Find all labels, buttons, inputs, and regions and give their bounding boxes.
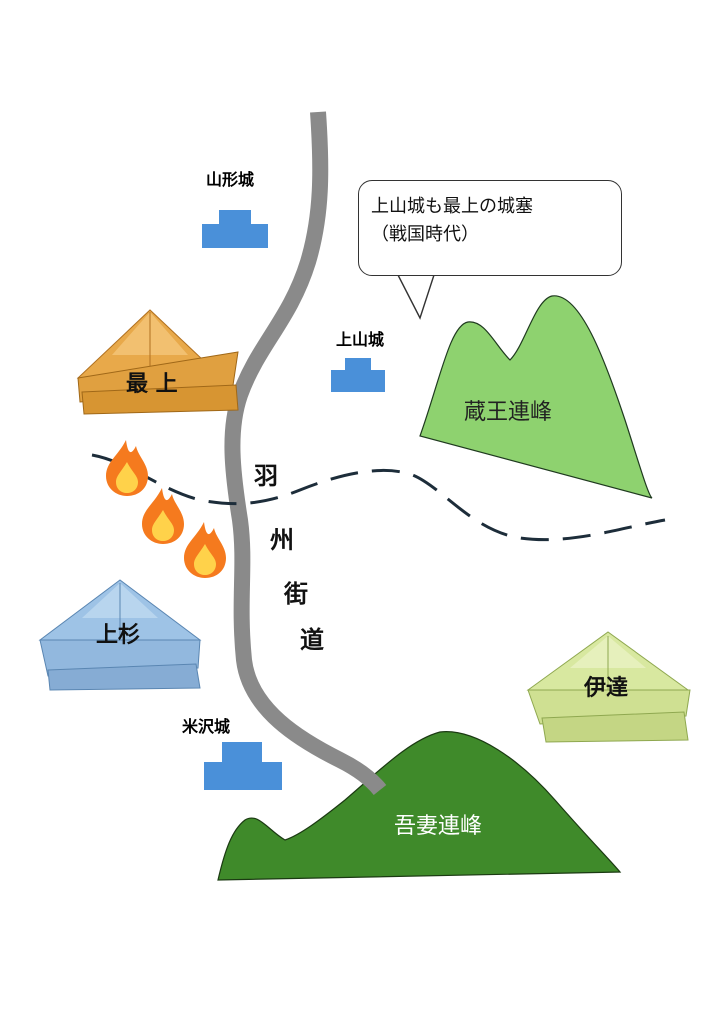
fire-icon xyxy=(106,440,148,496)
road-label-char-4: 道 xyxy=(300,626,324,654)
callout-line-1: 上山城も最上の城塞 xyxy=(371,196,533,217)
mogami-clan-label: 最 上 xyxy=(126,372,178,397)
date-clan-label: 伊達 xyxy=(584,676,629,701)
zao-mountain xyxy=(419,295,653,499)
callout-line-2: （戦国時代） xyxy=(371,224,479,245)
yonezawa-castle-icon xyxy=(204,742,282,790)
road-label-char-1: 羽 xyxy=(254,462,278,490)
date-helmet-icon xyxy=(526,631,691,743)
road-label-char-2: 州 xyxy=(270,526,294,554)
uesugi-helmet-icon xyxy=(38,579,202,691)
fire-icon xyxy=(142,488,184,544)
kaminoyama-castle-label: 上山城 xyxy=(336,330,385,349)
yamagata-castle-icon xyxy=(202,210,268,248)
road-label-char-3: 街 xyxy=(284,580,308,608)
mogami-helmet-icon xyxy=(76,309,239,415)
yonezawa-castle-label: 米沢城 xyxy=(182,717,231,736)
callout-tail xyxy=(397,274,435,320)
kaminoyama-castle-icon xyxy=(331,358,385,392)
azuma-mountain xyxy=(217,731,622,881)
zao-mountain-label: 蔵王連峰 xyxy=(464,400,553,425)
border-dashed-line xyxy=(91,453,666,542)
speech-bubble: 上山城も最上の城塞 （戦国時代） xyxy=(358,180,622,276)
fire-icon xyxy=(184,522,226,578)
uesugi-clan-label: 上杉 xyxy=(96,623,141,648)
yamagata-castle-label: 山形城 xyxy=(206,170,255,189)
ushu-kaido-road xyxy=(224,111,387,796)
azuma-mountain-label: 吾妻連峰 xyxy=(394,814,483,839)
